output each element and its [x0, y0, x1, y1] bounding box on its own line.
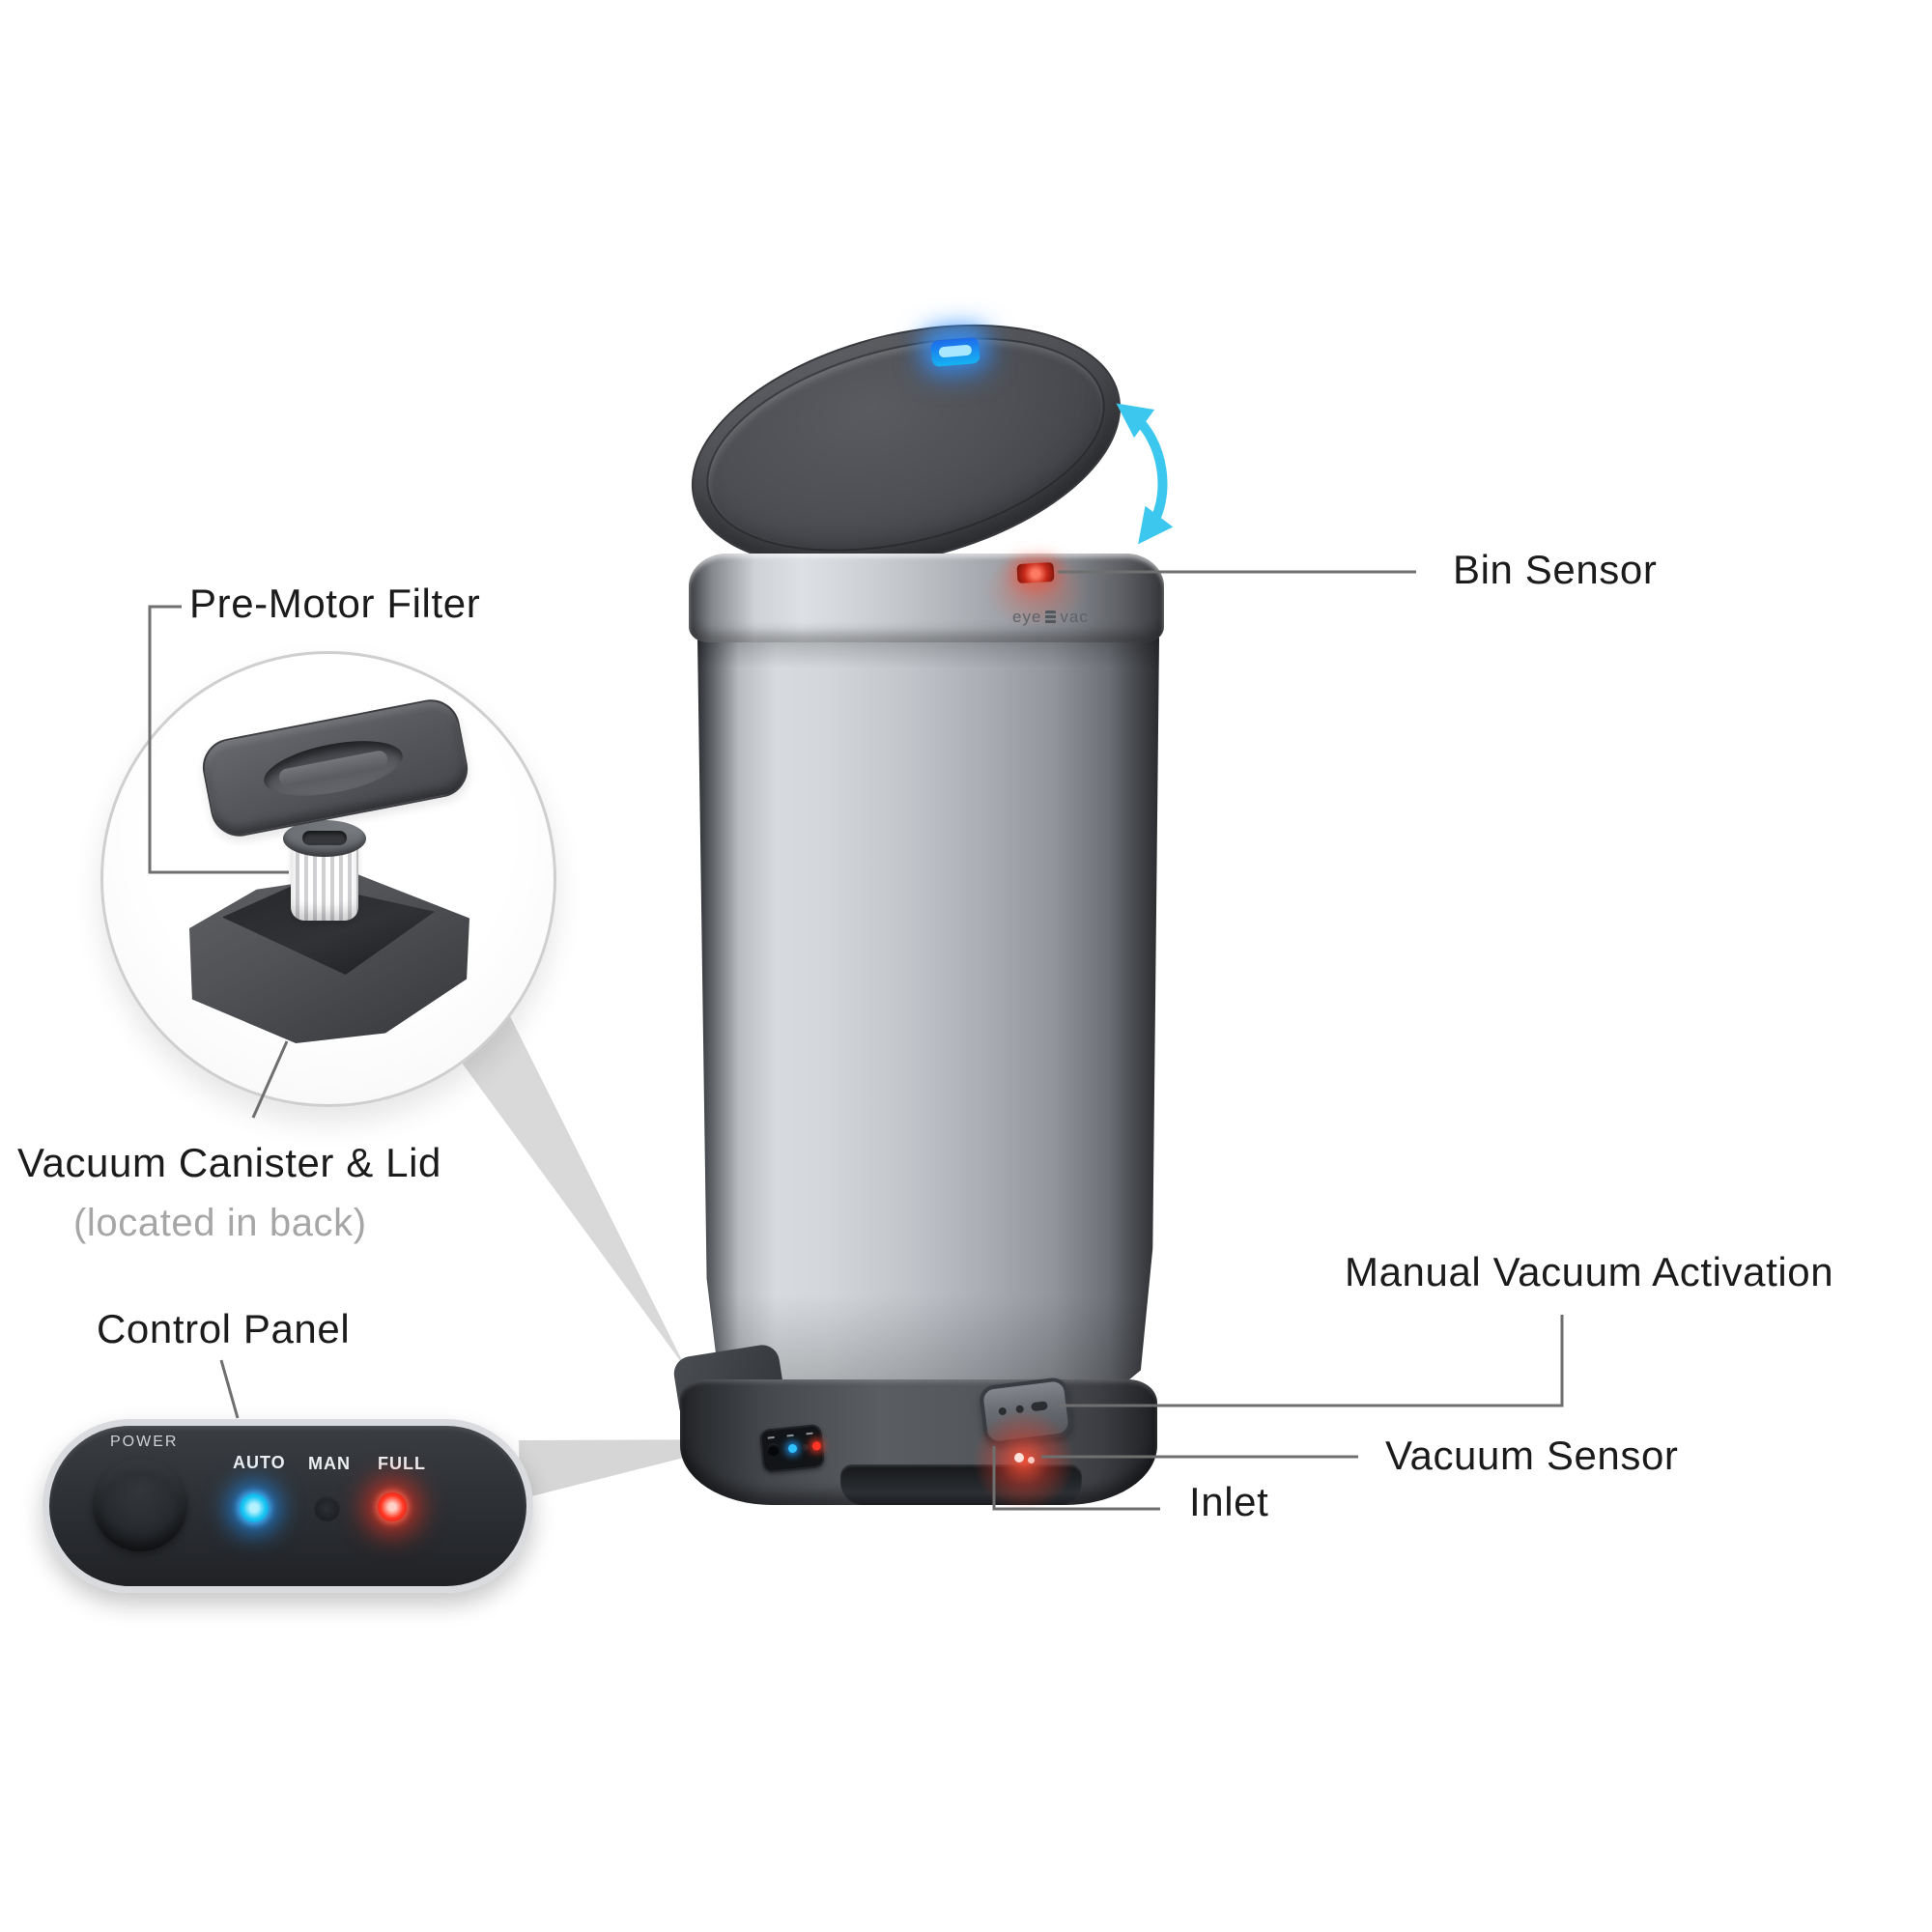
base-control-panel	[758, 1423, 826, 1474]
brand-logo-eye: eye	[1012, 608, 1042, 626]
canister-lid-handle-bar	[277, 749, 389, 788]
filter-cap-slot	[302, 831, 347, 845]
man-led-indicator	[314, 1495, 340, 1521]
trash-can-body	[697, 638, 1159, 1401]
magnifier-wedge-filter	[456, 1005, 687, 1370]
vacuum-sensor-led-glow	[966, 1403, 1082, 1519]
inlet-label: Inlet	[1189, 1479, 1269, 1524]
trash-can-base	[680, 1379, 1157, 1505]
power-button	[93, 1459, 187, 1551]
located-in-back-label: (located in back)	[73, 1202, 367, 1244]
control-panel: POWER AUTO MAN FULL	[43, 1419, 533, 1593]
brand-logo-vac: vac	[1060, 608, 1089, 626]
full-led-indicator	[378, 1492, 407, 1521]
vacuum-sensor-led-spark	[1028, 1457, 1035, 1463]
base-panel-mark	[767, 1435, 775, 1439]
base-panel-mark	[786, 1434, 794, 1437]
brand-logo: eye vac	[1012, 608, 1089, 627]
base-full-led	[811, 1440, 822, 1451]
man-label: MAN	[308, 1454, 351, 1473]
base-auto-led	[787, 1443, 798, 1454]
full-label: FULL	[378, 1454, 426, 1473]
canister-lid-handle	[259, 730, 408, 806]
base-panel-mark	[806, 1432, 813, 1435]
base-man-led	[801, 1443, 810, 1451]
vacuum-canister-label: Vacuum Canister & Lid	[17, 1140, 442, 1185]
pre-motor-filter-label: Pre-Motor Filter	[189, 581, 481, 626]
trash-can-rim	[689, 554, 1164, 642]
bin-sensor-label: Bin Sensor	[1453, 547, 1658, 592]
brand-logo-icon	[1045, 611, 1057, 624]
vacuum-sensor-led	[1014, 1453, 1024, 1463]
lid-status-led-core	[938, 344, 973, 358]
auto-label: AUTO	[233, 1453, 286, 1472]
manual-vacuum-activation-label: Manual Vacuum Activation	[1345, 1249, 1834, 1294]
auto-led-indicator	[240, 1493, 269, 1522]
control-panel-label: Control Panel	[97, 1306, 351, 1351]
lid-status-led	[929, 336, 981, 368]
base-power-button	[766, 1442, 781, 1457]
vacuum-sensor-label: Vacuum Sensor	[1385, 1433, 1679, 1478]
filter-cap	[283, 820, 366, 857]
power-label: POWER	[110, 1434, 179, 1450]
bin-sensor-led	[1016, 562, 1055, 583]
